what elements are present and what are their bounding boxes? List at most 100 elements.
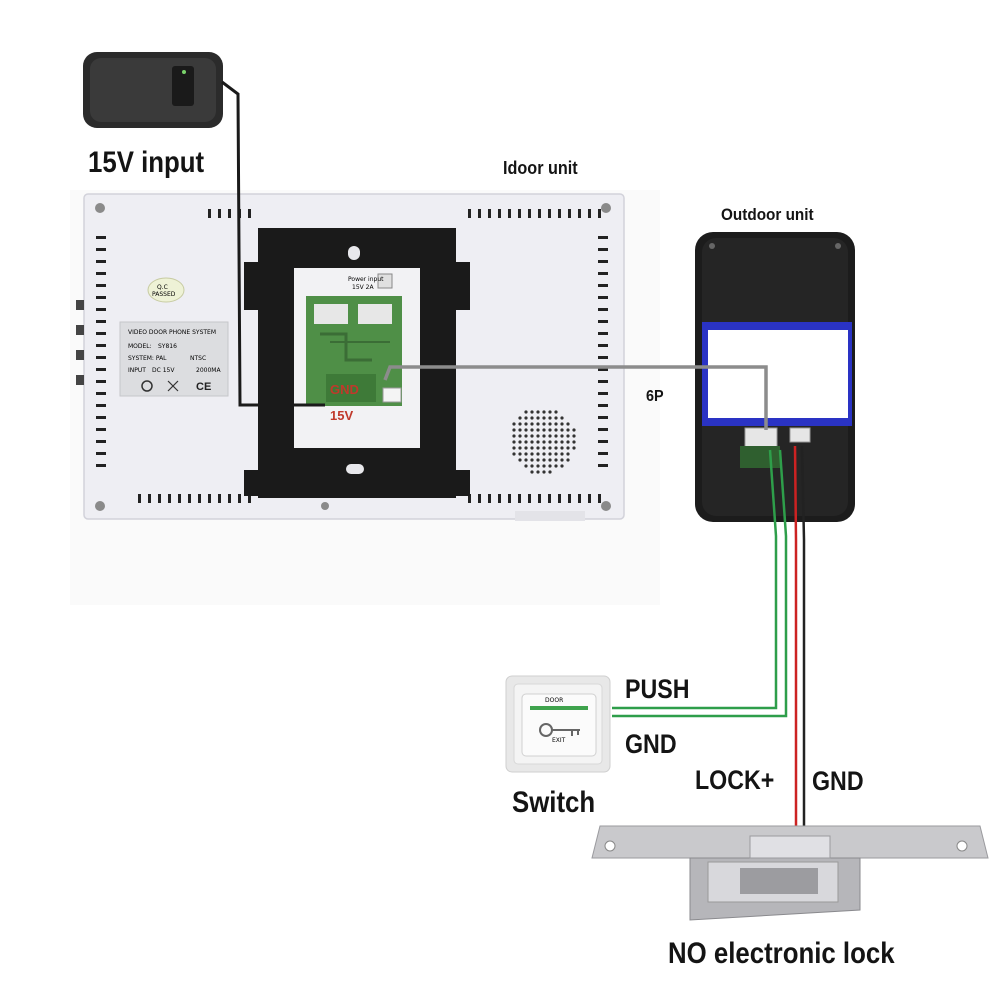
grill-hole (512, 452, 516, 456)
grill-hole (566, 458, 570, 462)
vent-slot (158, 494, 161, 503)
grill-hole (554, 434, 558, 438)
vent-slot (96, 308, 106, 311)
vent-slot (218, 209, 221, 218)
vent-slot (96, 332, 106, 335)
vent-slot (96, 464, 106, 467)
vent-slot (548, 209, 551, 218)
vent-slot (96, 404, 106, 407)
nameplate-title: VIDEO DOOR PHONE SYSTEM (128, 329, 216, 336)
vent-slot (188, 494, 191, 503)
grill-hole (554, 410, 558, 414)
grill-hole (554, 452, 558, 456)
grill-hole (530, 416, 534, 420)
vent-slot (558, 209, 561, 218)
lock-plus-wire (793, 445, 798, 830)
qc-line1: Q.C (157, 284, 168, 291)
nameplate-ntsc-label: NTSC (190, 355, 206, 362)
nameplate-input-value: DC 15V (152, 367, 175, 374)
grill-hole (554, 464, 558, 468)
vent-slot (598, 464, 608, 467)
vent-slot (598, 440, 608, 443)
vent-slot (528, 494, 531, 503)
grill-hole (560, 416, 564, 420)
grill-hole (548, 428, 552, 432)
board-15v-label: 15V (330, 408, 353, 423)
grill-hole (536, 422, 540, 426)
grill-hole (530, 422, 534, 426)
vent-slot (548, 494, 551, 503)
nameplate-model-value: SY816 (158, 343, 177, 350)
vent-slot (96, 368, 106, 371)
exit-switch (505, 675, 611, 773)
grill-hole (548, 458, 552, 462)
grill-hole (548, 452, 552, 456)
vent-slot (96, 260, 106, 263)
board-gnd-label: GND (330, 382, 359, 397)
vent-slot (588, 494, 591, 503)
vent-slot (568, 494, 571, 503)
vent-slot (138, 494, 141, 503)
grill-hole (548, 464, 552, 468)
nameplate-current-value: 2000MA (196, 367, 221, 374)
grill-hole (512, 428, 516, 432)
grill-hole (512, 446, 516, 450)
vent-slot (598, 320, 608, 323)
vent-slot (518, 209, 521, 218)
grill-hole (560, 464, 564, 468)
grill-hole (548, 434, 552, 438)
power-rating-caption: 15V 2A (352, 284, 374, 291)
grill-hole (560, 452, 564, 456)
grill-hole (554, 416, 558, 420)
grill-hole (572, 440, 576, 444)
vent-slot (468, 494, 471, 503)
vent-slot (96, 296, 106, 299)
vent-slot (478, 494, 481, 503)
vent-slot (598, 272, 608, 275)
grill-hole (536, 416, 540, 420)
vent-slot (598, 248, 608, 251)
power-adapter (83, 52, 223, 128)
grill-hole (566, 452, 570, 456)
grill-hole (542, 464, 546, 468)
vent-slot (598, 380, 608, 383)
grill-hole (530, 464, 534, 468)
grill-hole (566, 422, 570, 426)
label-outdoor-unit: Outdoor unit (721, 205, 814, 224)
vent-slot (96, 428, 106, 431)
vent-slot (538, 494, 541, 503)
grill-hole (560, 422, 564, 426)
six-pin-wire (383, 365, 768, 430)
grill-hole (560, 440, 564, 444)
speaker-grill (512, 410, 576, 474)
label-switch-gnd: GND (625, 729, 677, 759)
grill-hole (554, 422, 558, 426)
grill-hole (542, 458, 546, 462)
grill-hole (524, 416, 528, 420)
grill-hole (542, 422, 546, 426)
vent-slot (96, 380, 106, 383)
grill-hole (542, 428, 546, 432)
grill-hole (536, 464, 540, 468)
power-input-caption: Power input (348, 276, 384, 283)
vent-slot (598, 356, 608, 359)
vent-slot (598, 368, 608, 371)
vent-slot (578, 209, 581, 218)
vent-slot (488, 209, 491, 218)
grill-hole (536, 470, 540, 474)
vent-slot (96, 344, 106, 347)
grill-hole (542, 440, 546, 444)
vent-slot (248, 209, 251, 218)
label-no-electronic-lock: NO electronic lock (668, 937, 895, 970)
grill-hole (518, 422, 522, 426)
vent-slot (598, 452, 608, 455)
indoor-pcb (306, 273, 402, 406)
vent-slot (598, 260, 608, 263)
grill-hole (554, 446, 558, 450)
label-lock-gnd: GND (812, 766, 864, 796)
vent-slot (598, 308, 608, 311)
grill-hole (572, 428, 576, 432)
ce-mark: CE (196, 381, 211, 393)
grill-hole (518, 440, 522, 444)
vent-slot (228, 209, 231, 218)
